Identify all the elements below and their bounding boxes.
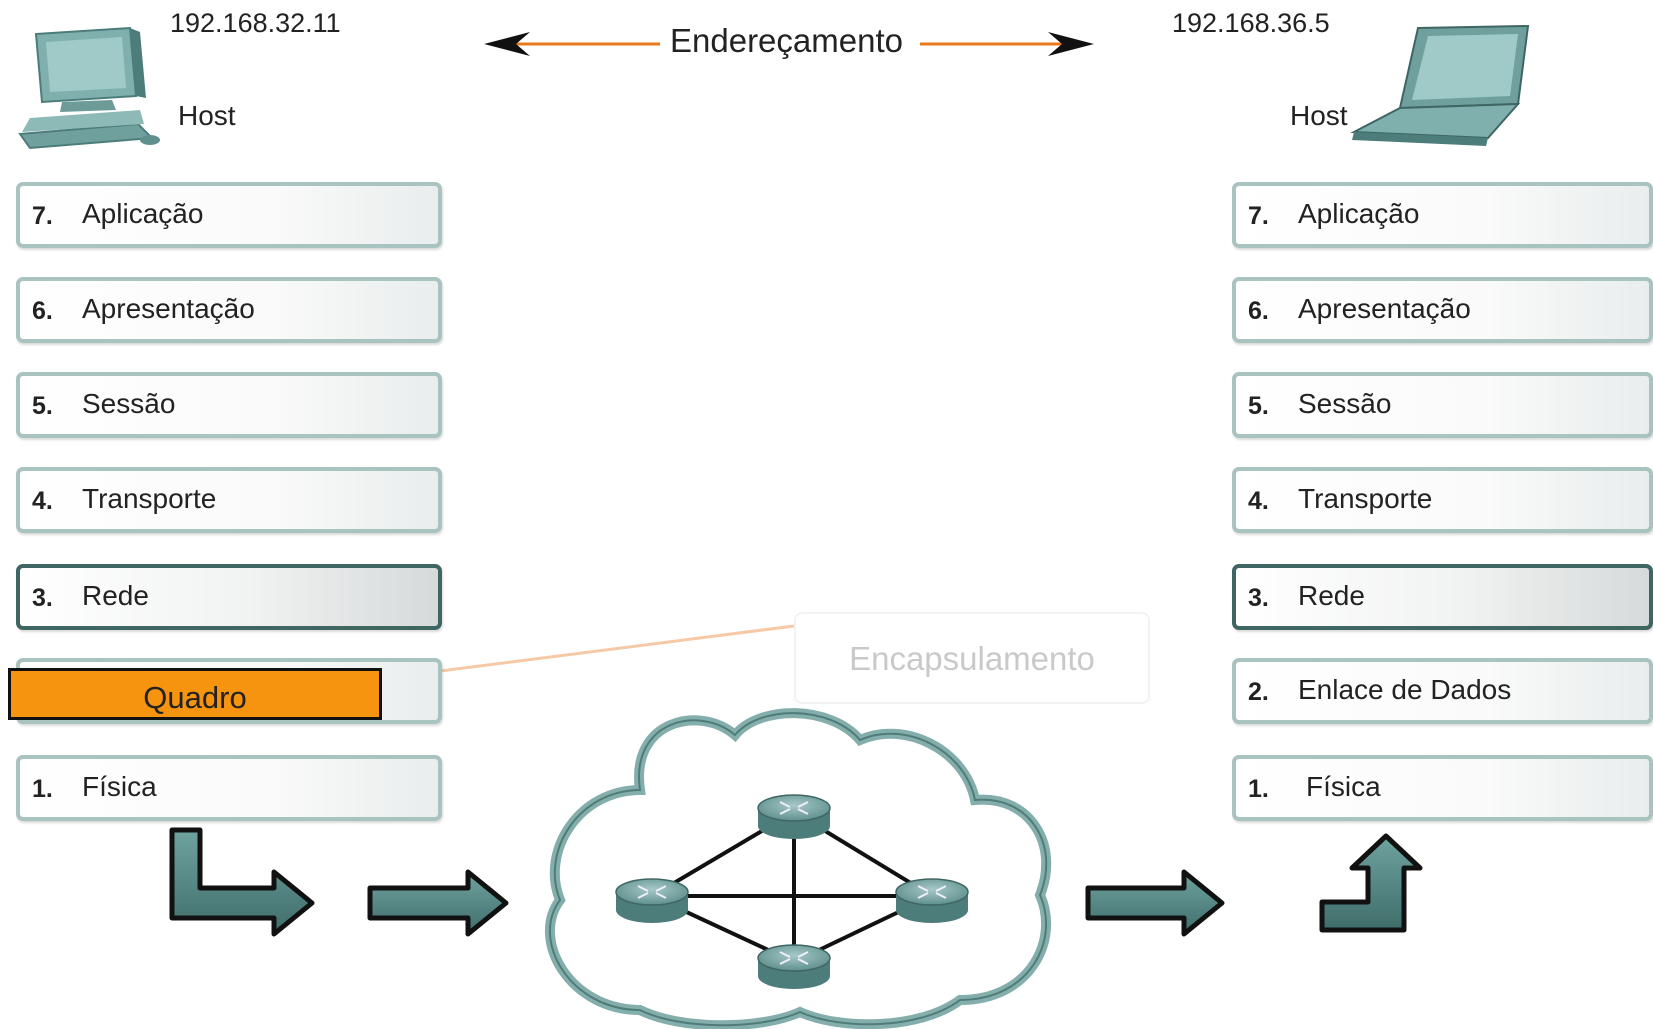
layer-number: 6. (32, 297, 53, 325)
right-layer-session: 5. Sessão (1232, 372, 1653, 438)
laptop-icon (1350, 24, 1530, 146)
layer-name: Enlace de Dados (1298, 674, 1512, 705)
left-layer-application: 7. Aplicação (16, 182, 442, 248)
layer-name: Rede (82, 580, 149, 611)
left-layer-transport: 4. Transporte (16, 467, 442, 533)
layer-number: 5. (1248, 392, 1269, 420)
right-arrow-2 (1085, 869, 1225, 937)
layer-number: 7. (1248, 202, 1269, 230)
right-layer-network: 3. Rede (1232, 564, 1653, 630)
layer-number: 7. (32, 202, 53, 230)
left-layer-network: 3. Rede (16, 564, 442, 630)
router-icon-right (895, 878, 969, 923)
layer-number: 1. (32, 775, 53, 803)
frame-pdu: Quadro (8, 668, 382, 720)
left-layer-physical: 1. Física (16, 755, 442, 821)
layer-number: 3. (32, 584, 53, 612)
layer-name: Transporte (1298, 483, 1433, 514)
layer-name: Física (1306, 771, 1381, 802)
right-layer-data-link: 2. Enlace de Dados (1232, 658, 1653, 724)
right-host-label: Host (1290, 100, 1348, 131)
right-layer-presentation: 6. Apresentação (1232, 277, 1653, 343)
left-layer-presentation: 6. Apresentação (16, 277, 442, 343)
right-up-arrow (1319, 833, 1423, 933)
right-host-ip: 192.168.36.5 (1172, 8, 1330, 38)
layer-name: Apresentação (1298, 293, 1471, 324)
layer-name: Sessão (82, 388, 176, 419)
encapsulation-box: Encapsulamento (794, 612, 1150, 704)
layer-number: 1. (1248, 775, 1269, 803)
right-arrow-1 (367, 869, 509, 937)
layer-name: Aplicação (1298, 198, 1420, 229)
router-icon-top (757, 794, 831, 839)
left-host-ip: 192.168.32.11 (170, 8, 341, 38)
router-icon-left (615, 878, 689, 923)
addressing-arrow (484, 32, 1094, 56)
layer-number: 4. (1248, 487, 1269, 515)
left-host-label: Host (178, 100, 236, 131)
router-icon-bottom (757, 944, 831, 989)
layer-number: 3. (1248, 584, 1269, 612)
left-down-right-arrow (169, 827, 315, 937)
layer-name: Aplicação (82, 198, 204, 229)
layer-name: Física (82, 771, 157, 802)
right-layer-physical: 1. Física (1232, 755, 1653, 821)
layer-number: 2. (1248, 678, 1269, 706)
right-layer-transport: 4. Transporte (1232, 467, 1653, 533)
layer-name: Transporte (82, 483, 217, 514)
layer-number: 5. (32, 392, 53, 420)
frame-label: Quadro (143, 680, 247, 715)
right-layer-application: 7. Aplicação (1232, 182, 1653, 248)
layer-name: Sessão (1298, 388, 1392, 419)
layer-name: Rede (1298, 580, 1365, 611)
addressing-label: Endereçamento (664, 22, 909, 60)
layer-name: Apresentação (82, 293, 255, 324)
layer-number: 4. (32, 487, 53, 515)
desktop-computer-icon (18, 26, 160, 150)
encapsulation-label: Encapsulamento (849, 640, 1095, 677)
layer-number: 6. (1248, 297, 1269, 325)
left-layer-session: 5. Sessão (16, 372, 442, 438)
